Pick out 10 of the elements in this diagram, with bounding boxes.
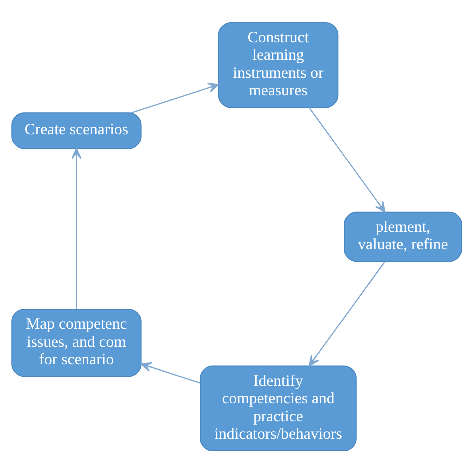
node-box: plement, valuate, refine [344, 212, 462, 262]
arrow [308, 262, 386, 367]
node-box: Identify competencies and practice indicators/behaviors [200, 366, 357, 452]
node-box: Map competenc issues, and com for scenario [12, 309, 142, 378]
arrow [72, 148, 82, 310]
node-box: Create scenarios [12, 112, 142, 150]
arrow [308, 107, 386, 213]
arrow [131, 83, 220, 114]
arrow [140, 362, 201, 384]
node-box: Construct learning instruments or measures [218, 22, 339, 108]
